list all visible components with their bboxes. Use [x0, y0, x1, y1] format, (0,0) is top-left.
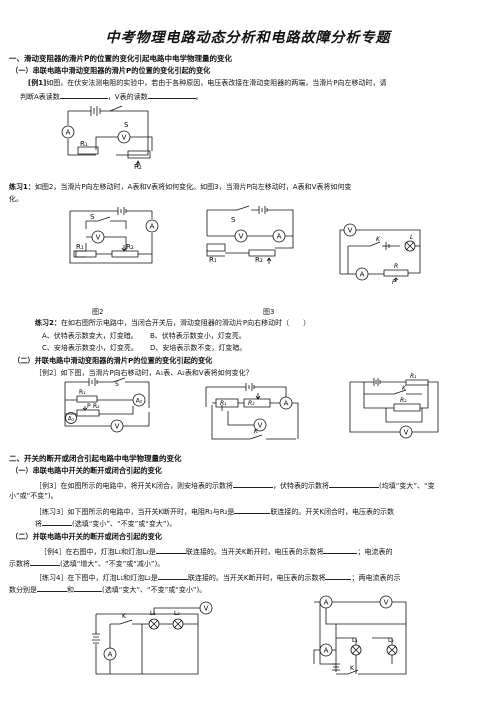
circuit-practice4: A V A K L₁ L₂	[306, 594, 420, 690]
figure2-caption: 图2	[92, 308, 104, 316]
resistor-r2-label: R₂	[93, 403, 100, 410]
ammeter-label: A	[324, 647, 329, 655]
practice4-line2: 数分别是和(选填“变大”、“不变”或“变小”)。	[9, 586, 207, 594]
section2-heading: 二、开关的断开或闭合引起电路中电学物理量的变化	[9, 454, 182, 463]
resistor-r2-label: R₂	[248, 400, 255, 407]
lamp-l2-label: L₂	[388, 637, 394, 644]
practice1-line1: 练习1：如图2，当滑片P向左移动时，A表和V表将如何变化。如图3，当滑片P向左移…	[9, 183, 352, 191]
ammeter-label: A	[360, 271, 365, 279]
circuit-figure-2: A V S R₁ R₂	[64, 207, 164, 267]
lamp-label: L	[410, 234, 413, 241]
section2-sub2: （二）并联电路中开关的断开或闭合引起的变化	[11, 532, 162, 541]
resistor-r1-label: R₁	[79, 389, 86, 396]
option-c: C、安培表示数变小，灯变亮。	[42, 344, 138, 352]
switch-label: S	[124, 121, 129, 129]
voltmeter-label: V	[115, 423, 120, 431]
slider-label: P	[87, 403, 91, 410]
switch-label: K	[350, 665, 355, 672]
example1-line2: 判断A表读数，V表的读数。	[20, 93, 203, 101]
resistor-r1-label: R₁	[209, 256, 217, 264]
voltmeter-label: V	[348, 227, 353, 235]
practice4-line1: ［练习4］在下图中，灯泡L₁和灯泡L₂是联连接的。当开关K断开时，电压表的示数将…	[35, 574, 401, 582]
circuit-figure-3: V A S R₁ R₂	[199, 206, 299, 264]
rheostat-label: R	[394, 263, 398, 270]
example4-line1: ［例4］在右图中，灯泡L₁和灯泡L₂是联连接的。当开关K断开时，电压表的示数将；…	[40, 548, 393, 556]
option-a: A、伏特表示数变大，灯变暗。	[42, 332, 138, 340]
slider-label: P	[392, 279, 396, 286]
voltmeter-label: V	[122, 134, 127, 142]
switch-label: K	[402, 385, 407, 392]
example3-line2: 小”或“不变”)。	[9, 492, 58, 500]
option-b: B、伏特表示数变小，灯变亮。	[150, 332, 246, 340]
figure3-caption: 图3	[263, 308, 275, 316]
ammeter-label: A	[108, 651, 113, 659]
resistor-r2-label: R₂	[134, 163, 142, 171]
example3-line1: ［例3］在如图所示的电路中，将开关K闭合，则安培表的示数将，伏特表的示数将(均填…	[35, 482, 435, 490]
section1-heading: 一、滑动变阻器的滑片P的位置的变化引起电路中电学物理量的变化	[9, 54, 232, 63]
ammeter-label: A	[66, 129, 71, 137]
circuit-example2-a: A₂ A₁ V S R₁ P R₂	[63, 378, 155, 440]
ammeter-label: A	[324, 599, 329, 607]
page-title: 中考物理电路动态分析和电路故障分析专题	[105, 30, 391, 46]
practice2-question: 练习2：在如右图所示电路中，当闭合开关后，滑动变阻器的滑动片P向右移动时（ ）	[35, 319, 311, 327]
resistor-r1-label: R₁	[410, 373, 417, 380]
resistor-r2-label: R₂	[255, 256, 263, 264]
example4-line2: 示数将(选填“增大”、“不变”或“减小”)。	[9, 560, 165, 568]
circuit-example2-c: V K R₁ R₂	[346, 373, 442, 442]
voltmeter-label: V	[404, 429, 409, 437]
switch-label: S	[115, 381, 119, 388]
voltmeter-label: V	[384, 599, 389, 607]
switch-label: S	[231, 216, 236, 224]
ammeter-label: A	[150, 223, 155, 231]
example1-line1: [例1]如图，在伏安法测电阻的实验中，若由于各种原因，电压表改接在滑动变阻器的两…	[28, 79, 387, 87]
circuit-example4: V A K L₁ L₂	[92, 600, 204, 680]
option-d: D、安培表示数不变，灯变暗。	[150, 344, 247, 352]
resistor-r2-label: R₂	[126, 243, 134, 251]
resistor-r1-label: R₁	[220, 400, 227, 407]
circuit-practice2: V A K L R P	[340, 220, 430, 286]
voltmeter-label: V	[96, 234, 101, 242]
switch-label: K	[254, 428, 259, 435]
voltmeter-label: V	[204, 605, 209, 613]
ammeter-a2-label: A₂	[136, 398, 143, 405]
lamp-l1-label: L₁	[352, 637, 358, 644]
ammeter-label: A	[284, 400, 289, 408]
switch-label: K	[376, 236, 381, 243]
ammeter-label: A	[277, 233, 282, 241]
resistor-r1-label: R₁	[80, 140, 88, 148]
section2-sub1: （一）串联电路中开关的断开或闭合引起的变化	[11, 466, 162, 475]
section1-sub1: （一）串联电路中滑动变阻器的滑片P的位置的变化引起的变化	[11, 66, 211, 75]
voltmeter-label: V	[239, 233, 244, 241]
practice3-line2: 将(选填“变小”、“不变”或“变大”)。	[35, 520, 177, 528]
resistor-r1-label: R₁	[76, 243, 84, 251]
circuit-example2-b: A V K R₁ R₂	[206, 383, 312, 445]
lamp-l2-label: L₂	[174, 610, 180, 617]
voltmeter-label: V	[258, 422, 263, 430]
ammeter-a1-label: A₁	[68, 416, 75, 423]
circuit-figure-1: A V S R₁ R₂	[56, 103, 156, 171]
practice1-line2: 化。	[9, 195, 23, 203]
switch-label: K	[122, 613, 127, 620]
practice3-line1: ［练习3］如下图所示的电路中，当开关K断开时，电阻R₁与R₂是联连接的。开关K闭…	[35, 508, 394, 516]
section1-sub2: （二）并联电路中滑动变阻器的滑片P的位置的变化引起的变化	[13, 356, 213, 365]
lamp-l1-label: L₁	[150, 610, 156, 617]
switch-label: S	[90, 213, 95, 221]
resistor-r2-label: R₂	[400, 397, 407, 404]
example2-question: ［例2］如下图，当滑片P向右移动时，A₁表、A₂表和V表将如何变化？	[35, 369, 253, 377]
